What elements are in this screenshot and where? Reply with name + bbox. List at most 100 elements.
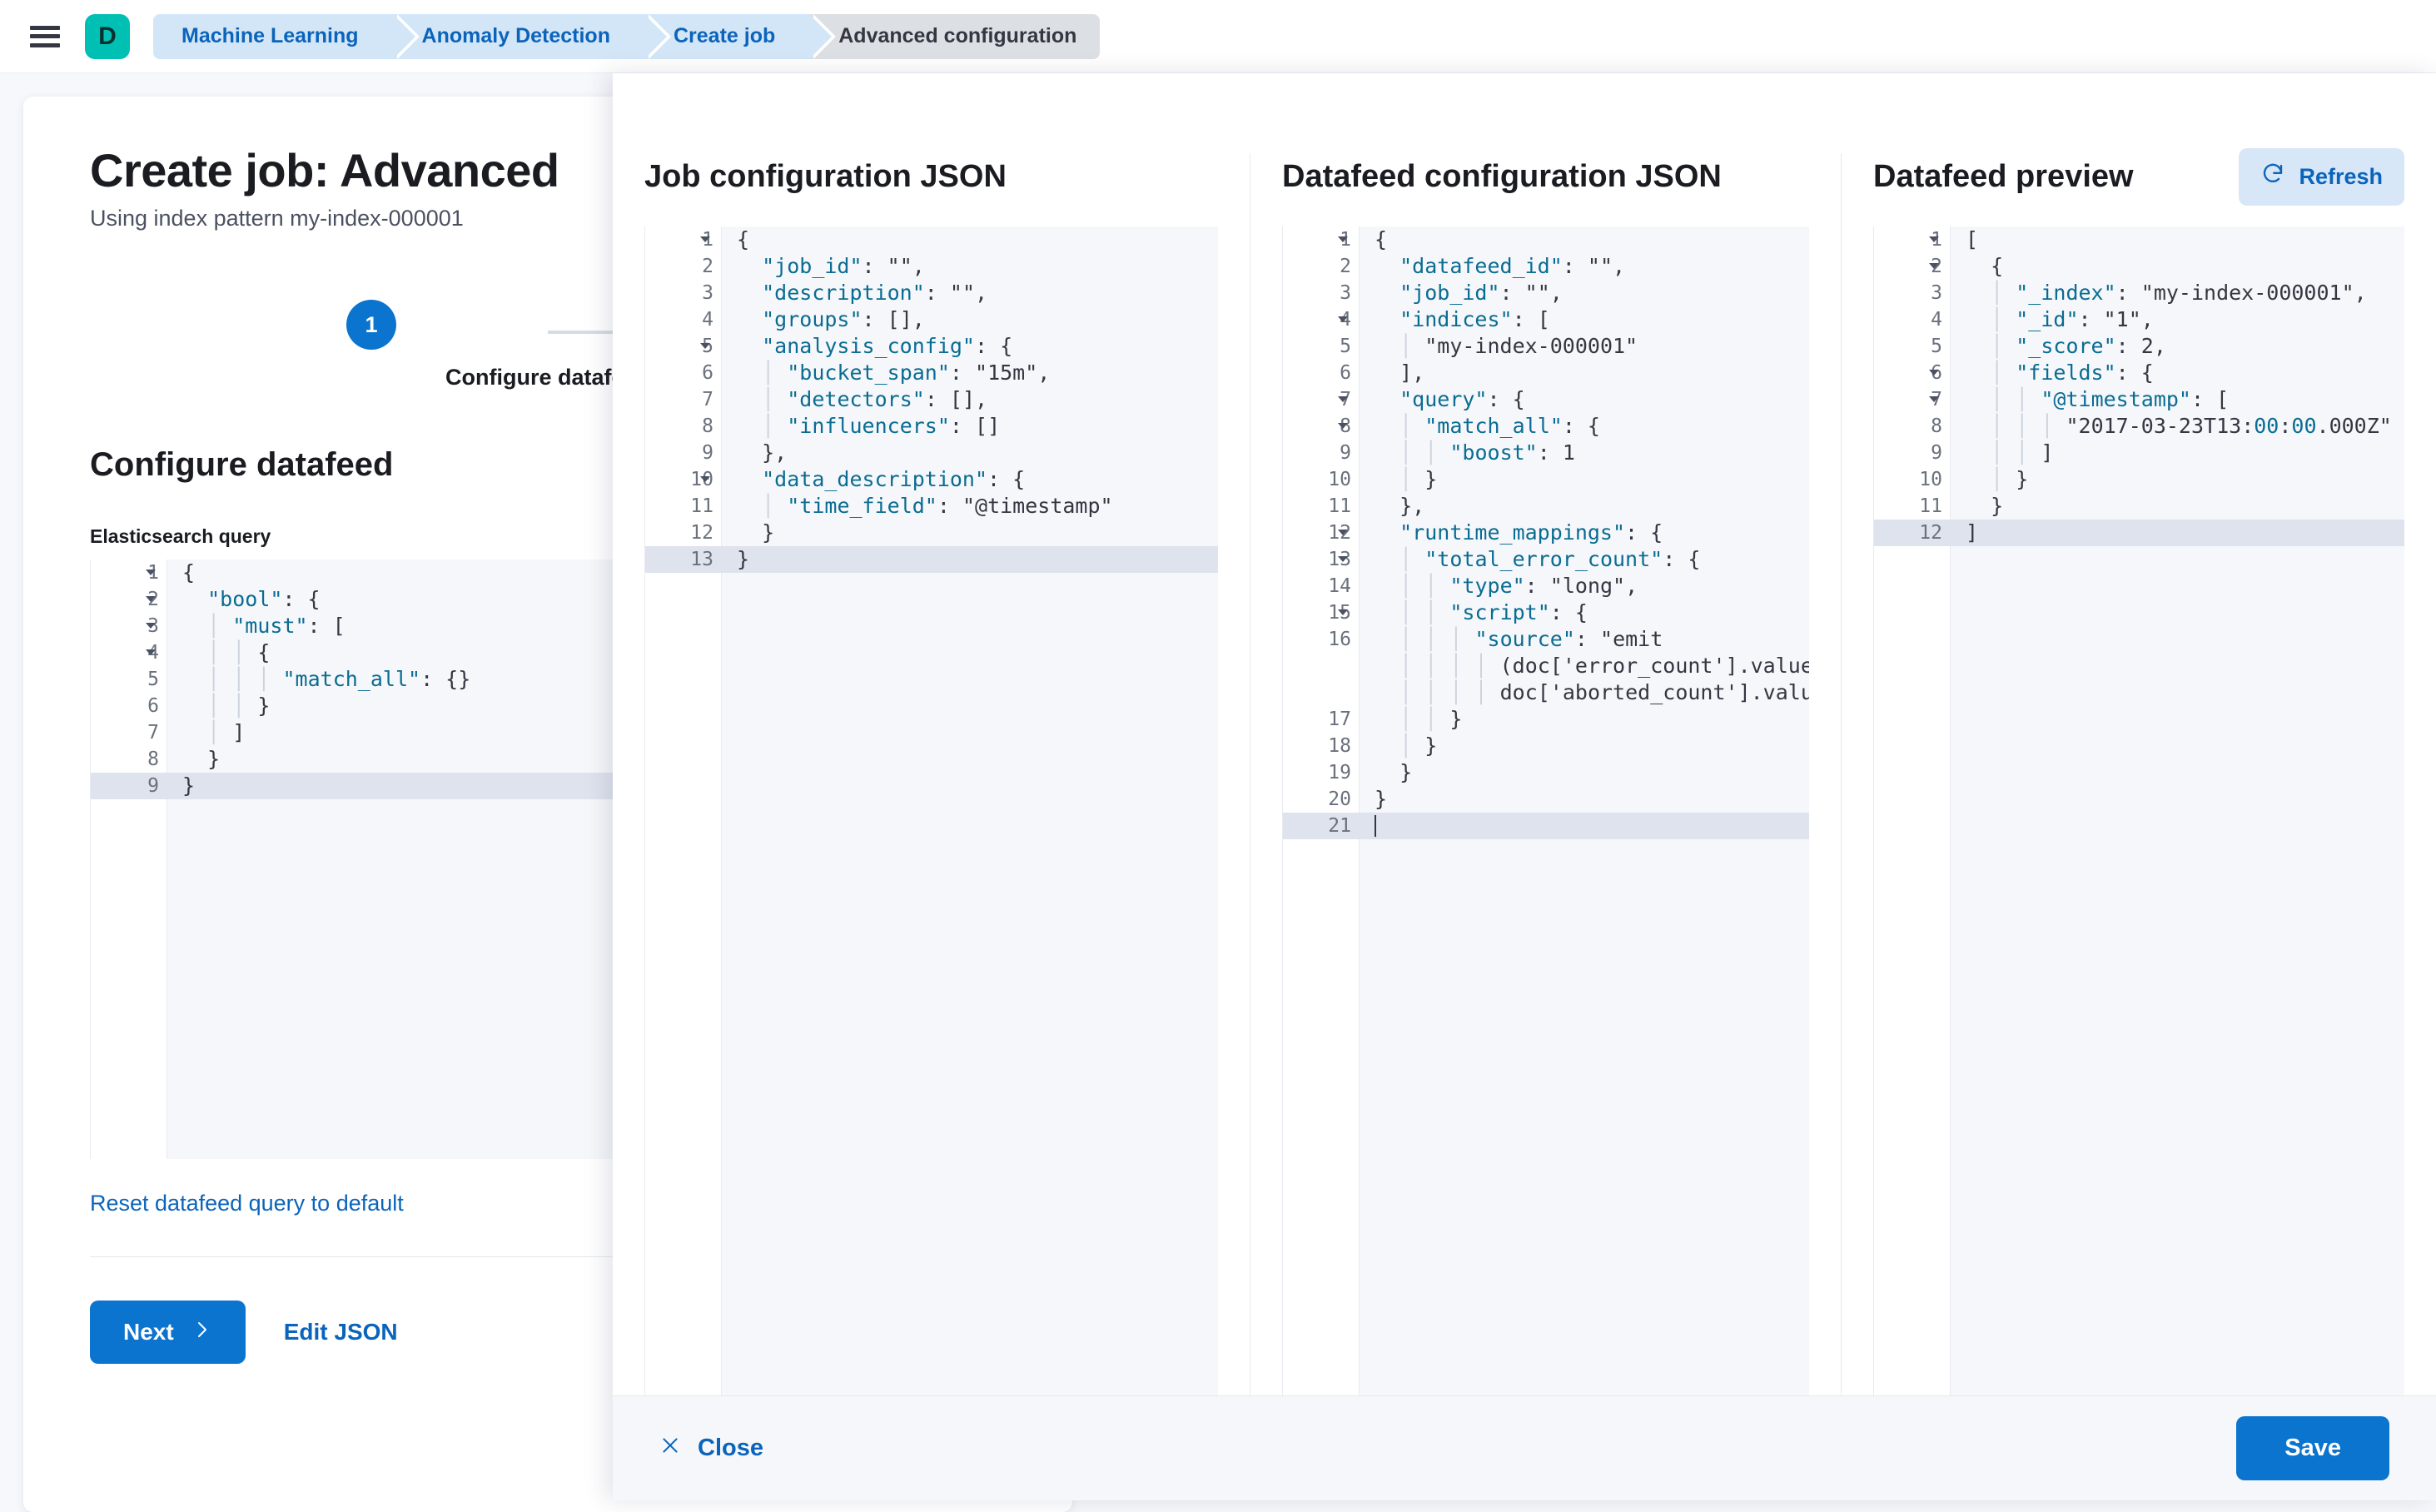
fold-arrow-icon[interactable] (700, 343, 710, 349)
fold-arrow-icon[interactable] (1338, 316, 1348, 322)
editor-line[interactable]: 8 │ "influencers": [] (645, 413, 1218, 440)
editor-line[interactable]: 2 "bool": { (91, 586, 1006, 613)
datafeed-configuration-json-editor[interactable]: 1{2 "datafeed_id": "",3 "job_id": "",4 "… (1282, 226, 1809, 1395)
editor-line[interactable]: 2 "datafeed_id": "", (1283, 253, 1809, 280)
save-button[interactable]: Save (2236, 1416, 2389, 1480)
editor-line[interactable]: 3 "description": "", (645, 280, 1218, 306)
fold-arrow-icon[interactable] (1338, 530, 1348, 535)
editor-line[interactable]: 9 │ │ ] (1874, 440, 2404, 466)
editor-line[interactable]: 1{ (91, 560, 1006, 586)
editor-line[interactable]: 5 │ "my-index-000001" (1283, 333, 1809, 360)
editor-line[interactable]: 13 │ "total_error_count": { (1283, 546, 1809, 573)
editor-line[interactable]: 2 "job_id": "", (645, 253, 1218, 280)
fold-arrow-icon[interactable] (1929, 263, 1939, 269)
breadcrumb-item-create-job[interactable]: Create job (644, 13, 837, 59)
fold-arrow-icon[interactable] (146, 623, 156, 629)
fold-arrow-icon[interactable] (700, 476, 710, 482)
editor-line[interactable]: 1[ (1874, 226, 2404, 253)
editor-line[interactable]: 5 │ │ │ "match_all": {} (91, 666, 1006, 693)
editor-line[interactable]: 10 │ } (1874, 466, 2404, 493)
editor-line[interactable]: 9 │ │ "boost": 1 (1283, 440, 1809, 466)
app-logo[interactable]: D (85, 13, 130, 59)
next-button[interactable]: Next (90, 1301, 246, 1364)
line-number: 13 (690, 549, 713, 570)
fold-arrow-icon[interactable] (146, 596, 156, 602)
editor-line[interactable]: 17 │ │ } (1283, 706, 1809, 733)
reset-datafeed-query-link[interactable]: Reset datafeed query to default (90, 1191, 404, 1216)
editor-line[interactable]: 18 │ } (1283, 733, 1809, 759)
editor-line[interactable]: 6 │ "fields": { (1874, 360, 2404, 386)
stepper-step-1-circle[interactable]: 1 (346, 300, 396, 350)
editor-line[interactable]: 8 } (91, 746, 1006, 773)
line-number: 2 (702, 256, 713, 277)
breadcrumb-item-machine-learning[interactable]: Machine Learning (153, 13, 420, 59)
editor-line[interactable]: 11 }, (1283, 493, 1809, 520)
editor-line[interactable]: 7 │ │ "@timestamp": [ (1874, 386, 2404, 413)
line-number: 8 (1340, 415, 1351, 437)
editor-line[interactable]: 12 } (645, 520, 1218, 546)
editor-line[interactable]: 6 │ │ } (91, 693, 1006, 719)
editor-line[interactable]: 12] (1874, 520, 2404, 546)
section-title-configure-datafeed: Configure datafeed (90, 446, 394, 483)
editor-line[interactable]: 11 } (1874, 493, 2404, 520)
fold-arrow-icon[interactable] (1338, 609, 1348, 615)
editor-line[interactable]: 7 │ ] (91, 719, 1006, 746)
refresh-icon (2260, 162, 2285, 192)
editor-line[interactable]: 1{ (645, 226, 1218, 253)
line-code: │ "my-index-000001" (1399, 334, 1638, 358)
breadcrumb-item-advanced-configuration[interactable]: Advanced configuration (810, 13, 1101, 59)
editor-line[interactable]: 5 │ "_score": 2, (1874, 333, 2404, 360)
line-code: │ "_id": "1", (1991, 307, 2154, 331)
hamburger-menu-icon[interactable] (30, 25, 60, 47)
editor-line[interactable]: 3 │ "must": [ (91, 613, 1006, 639)
line-number: 10 (1328, 469, 1351, 490)
editor-line[interactable]: 19 } (1283, 759, 1809, 786)
datafeed-preview-editor[interactable]: 1[2 {3 │ "_index": "my-index-000001",4 │… (1873, 226, 2404, 1395)
editor-line[interactable]: 1{ (1283, 226, 1809, 253)
editor-line[interactable]: 6 │ "bucket_span": "15m", (645, 360, 1218, 386)
editor-line[interactable]: 5 "analysis_config": { (645, 333, 1218, 360)
editor-line[interactable]: 3 "job_id": "", (1283, 280, 1809, 306)
job-configuration-json-editor[interactable]: 1{2 "job_id": "",3 "description": "",4 "… (644, 226, 1218, 1395)
editor-line[interactable]: 12 "runtime_mappings": { (1283, 520, 1809, 546)
editor-line[interactable]: 15 │ │ "script": { (1283, 599, 1809, 626)
editor-line[interactable]: 10 │ } (1283, 466, 1809, 493)
line-code: │ "fields": { (1991, 361, 2154, 385)
editor-line[interactable]: 4 │ "_id": "1", (1874, 306, 2404, 333)
refresh-button[interactable]: Refresh (2239, 147, 2404, 206)
editor-line[interactable]: 4 │ │ { (91, 639, 1006, 666)
breadcrumb-item-anomaly-detection[interactable]: Anomaly Detection (393, 13, 672, 59)
fold-arrow-icon[interactable] (1338, 396, 1348, 402)
fold-arrow-icon[interactable] (1929, 236, 1939, 242)
line-number: 6 (1931, 362, 1942, 384)
fold-arrow-icon[interactable] (1338, 556, 1348, 562)
fold-arrow-icon[interactable] (146, 569, 156, 575)
editor-line[interactable]: 8 │ "match_all": { (1283, 413, 1809, 440)
fold-arrow-icon[interactable] (700, 236, 710, 242)
editor-line[interactable]: 9 }, (645, 440, 1218, 466)
editor-line[interactable]: 4 "groups": [], (645, 306, 1218, 333)
editor-line[interactable]: 7 "query": { (1283, 386, 1809, 413)
editor-line[interactable]: 7 │ "detectors": [], (645, 386, 1218, 413)
fold-arrow-icon[interactable] (1338, 236, 1348, 242)
editor-line[interactable]: 20} (1283, 786, 1809, 813)
fold-arrow-icon[interactable] (1929, 396, 1939, 402)
editor-line[interactable]: 8 │ │ │ "2017-03-23T13:00:00.000Z" (1874, 413, 2404, 440)
editor-line[interactable]: 6 ], (1283, 360, 1809, 386)
editor-line[interactable]: 13} (645, 546, 1218, 573)
editor-line[interactable]: 4 "indices": [ (1283, 306, 1809, 333)
editor-line[interactable]: 16 │ │ │ "source": "emit │ │ │ │ (doc['e… (1283, 626, 1809, 706)
editor-line[interactable]: 3 │ "_index": "my-index-000001", (1874, 280, 2404, 306)
editor-line[interactable]: 21 (1283, 813, 1809, 839)
fold-arrow-icon[interactable] (1338, 423, 1348, 429)
editor-line[interactable]: 2 { (1874, 253, 2404, 280)
editor-line[interactable]: 10 "data_description": { (645, 466, 1218, 493)
fold-arrow-icon[interactable] (146, 649, 156, 655)
line-number: 4 (1340, 309, 1351, 331)
flyout-footer: Close Save (613, 1395, 2436, 1500)
editor-line[interactable]: 14 │ │ "type": "long", (1283, 573, 1809, 599)
edit-json-button[interactable]: Edit JSON (283, 1319, 398, 1345)
close-button[interactable]: Close (659, 1435, 763, 1463)
fold-arrow-icon[interactable] (1929, 370, 1939, 376)
editor-line[interactable]: 11 │ "time_field": "@timestamp" (645, 493, 1218, 520)
